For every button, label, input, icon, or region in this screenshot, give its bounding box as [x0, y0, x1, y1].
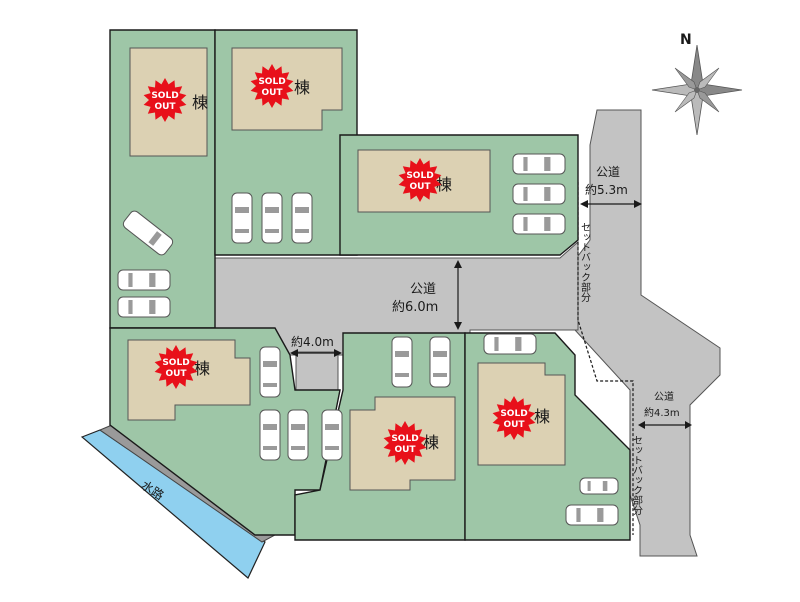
north-label: N — [680, 32, 692, 48]
dimension-arrow — [454, 260, 462, 268]
svg-text:SOLD: SOLD — [391, 434, 418, 444]
lot-label: 棟 — [194, 359, 210, 378]
east-road-lower-width: 約4.3m — [644, 406, 680, 419]
svg-text:SOLD: SOLD — [162, 358, 189, 368]
svg-text:SOLD: SOLD — [406, 171, 433, 181]
lot-label: 棟 — [534, 407, 550, 426]
svg-text:OUT: OUT — [261, 88, 283, 98]
svg-text:OUT: OUT — [503, 420, 525, 430]
car-icon — [565, 504, 619, 526]
car-icon — [512, 213, 566, 235]
sold-out-badge: SOLD OUT — [250, 64, 294, 108]
east-road-upper-width: 約5.3m — [585, 182, 628, 197]
dimension-arrow — [334, 349, 342, 357]
car-icon — [117, 269, 171, 291]
car-icon — [512, 153, 566, 175]
svg-text:OUT: OUT — [394, 445, 416, 455]
svg-text:SOLD: SOLD — [151, 91, 178, 101]
main-road-width: 約6.0m — [392, 300, 438, 315]
lot-label: 棟 — [294, 78, 310, 97]
waterway — [80, 429, 266, 579]
sold-out-badge: SOLD OUT — [492, 396, 536, 440]
dimension-arrow — [685, 421, 692, 429]
driveway-width: 約4.0m — [291, 334, 334, 349]
dimension-arrow — [634, 200, 642, 208]
sold-out-badge: SOLD OUT — [154, 345, 198, 389]
setback-line — [577, 182, 634, 535]
car-icon — [261, 192, 283, 244]
lot-label: 棟 — [423, 433, 439, 452]
lot-label: 棟 — [192, 93, 208, 112]
north-compass-icon — [651, 44, 743, 136]
setback-label: セットバック部分 — [631, 435, 643, 516]
svg-text:OUT: OUT — [165, 369, 187, 379]
sold-out-badge: SOLD OUT — [383, 421, 427, 465]
car-icon — [287, 409, 309, 461]
building-4 — [127, 339, 251, 421]
car-icon — [512, 183, 566, 205]
lot-label: 棟 — [436, 175, 452, 194]
setback-label: セットバック部分 — [579, 222, 591, 303]
sold-out-badge: SOLD OUT — [398, 158, 442, 202]
car-icon — [259, 409, 281, 461]
car-icon — [483, 333, 537, 355]
svg-text:OUT: OUT — [154, 102, 176, 112]
driveway-road — [295, 351, 339, 391]
east-public-road — [574, 109, 721, 557]
svg-text:SOLD: SOLD — [500, 409, 527, 419]
dimension-arrow — [580, 200, 588, 208]
car-icon — [579, 477, 619, 495]
svg-text:OUT: OUT — [409, 182, 431, 192]
car-icon — [122, 210, 174, 256]
main-road-name: 公道 — [410, 282, 436, 297]
car-icon — [391, 336, 413, 388]
car-icon — [291, 192, 313, 244]
car-icon — [429, 336, 451, 388]
east-road-upper-name: 公道 — [596, 165, 620, 179]
car-icon — [321, 409, 343, 461]
car-icon — [231, 192, 253, 244]
dimension-arrow — [290, 349, 298, 357]
car-icon — [117, 296, 171, 318]
parking-spaces — [117, 153, 619, 526]
dimension-arrow — [638, 421, 645, 429]
sold-out-badge: SOLD OUT — [143, 78, 187, 122]
dimension-arrow — [454, 322, 462, 330]
east-road-lower-name: 公道 — [654, 390, 674, 403]
car-icon — [259, 346, 281, 398]
svg-text:SOLD: SOLD — [258, 77, 285, 87]
